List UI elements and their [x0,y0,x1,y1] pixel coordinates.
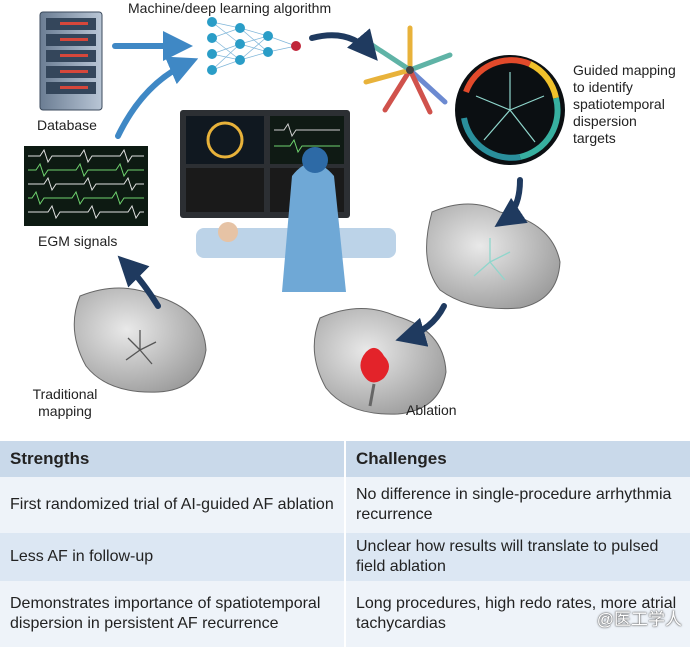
arrow-egm-to-ml [115,56,199,139]
guided-mapping-line: Guided mapping [573,62,676,78]
database-label: Database [37,117,97,133]
guided-mapping-line: dispersion [573,113,637,129]
arrow-ml-to-basket [309,28,378,61]
arrow-heart-to-ablation [395,303,447,347]
strength-cell: Demonstrates importance of spatiotempora… [0,581,346,647]
guided-mapping-line: to identify [573,79,633,95]
basket-catheter-icon [363,25,453,115]
challenges-header: Challenges [345,441,690,477]
arrow-map-to-heart [494,177,528,227]
egm-signals-icon [24,146,148,226]
strengths-challenges-table: Strengths Challenges First randomized tr… [0,441,690,647]
watermark: @医工学人 [596,610,682,629]
workflow-diagram [24,11,565,415]
traditional-mapping-line: mapping [38,403,92,419]
table-header-row: Strengths Challenges [0,441,690,477]
guided-mapping-line: targets [573,130,616,146]
spatiotemporal-map-icon [455,55,565,165]
challenge-cell: Unclear how results will translate to pu… [345,533,690,581]
strength-cell: First randomized trial of AI-guided AF a… [0,477,346,533]
challenge-cell: No difference in single-procedure arrhyt… [345,477,690,533]
table-row: Less AF in follow-up Unclear how results… [0,533,690,581]
guided-mapping-line: spatiotemporal [573,96,665,112]
strength-cell: Less AF in follow-up [0,533,346,581]
guided-mapping-label: Guided mapping to identify spatiotempora… [573,62,676,147]
heart-guided-icon [426,203,561,310]
traditional-mapping-label: Traditional mapping [24,386,106,420]
flow-arrows [112,28,528,347]
egm-signals-label: EGM signals [38,233,118,249]
procedure-room-illustration [180,110,396,292]
heart-traditional-icon [73,287,207,393]
strengths-header: Strengths [0,441,346,477]
arrow-traditional-to-egm [117,255,161,309]
table-row: First randomized trial of AI-guided AF a… [0,477,690,533]
ml-algorithm-label: Machine/deep learning algorithm [128,0,332,16]
challenge-cell: Long procedures, high redo rates, more a… [345,581,690,647]
database-server-icon [39,11,103,111]
table-row: Demonstrates importance of spatiotempora… [0,581,690,647]
ablation-label: Ablation [406,402,457,418]
traditional-mapping-line: Traditional [32,386,98,402]
neural-network-icon [207,17,301,75]
